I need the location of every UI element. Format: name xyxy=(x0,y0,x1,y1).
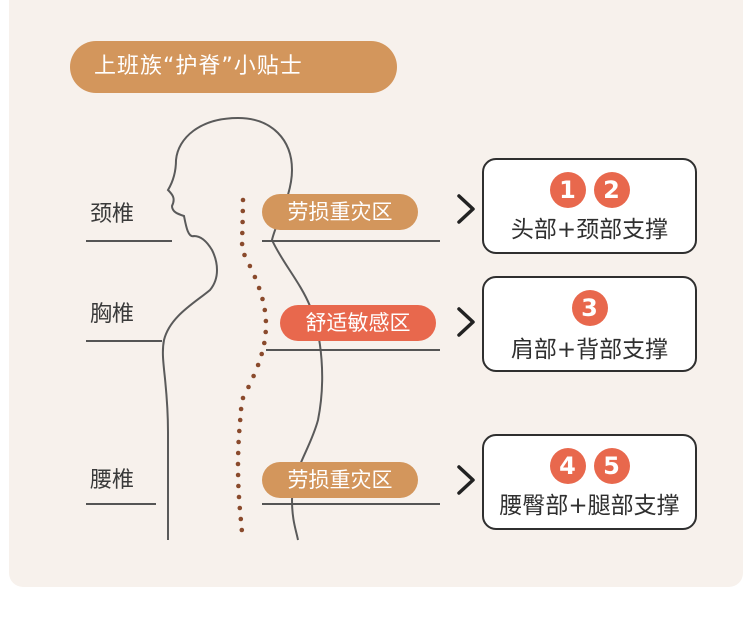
number-badge: 2 xyxy=(593,172,630,208)
zone-tag-cervical: 劳损重灾区 xyxy=(262,194,418,230)
support-box-3: 4 5 腰臀部+腿部支撑 xyxy=(482,434,697,530)
vertebra-label-cervical: 颈椎 xyxy=(90,202,135,227)
spine-dot xyxy=(236,483,241,489)
spine-dot xyxy=(262,340,267,346)
spine-dot xyxy=(240,208,246,214)
support-text: 头部+颈部支撑 xyxy=(510,217,669,243)
zone-tag-lumbar: 劳损重灾区 xyxy=(262,462,418,498)
spine-dot xyxy=(255,362,261,368)
spine-dot xyxy=(240,219,245,225)
tag-underline xyxy=(262,503,440,505)
chevron-right-icon xyxy=(457,465,475,495)
spine-dot xyxy=(238,516,244,522)
spine-dot xyxy=(256,285,262,291)
spine-dot xyxy=(260,296,265,302)
vertebra-underline xyxy=(86,503,156,505)
zone-tag-thoracic: 舒适敏感区 xyxy=(280,305,436,341)
number-badge: 5 xyxy=(593,448,630,484)
spine-dot xyxy=(239,527,245,533)
support-box-1: 1 2 头部+颈部支撑 xyxy=(482,158,697,254)
tag-underline xyxy=(262,240,440,242)
spine-dot xyxy=(237,417,243,423)
spine-dot xyxy=(239,241,245,247)
number-badge: 4 xyxy=(549,448,586,484)
spine-dot xyxy=(263,318,269,324)
title-pill: 上班族“护脊”小贴士 xyxy=(70,41,397,93)
spine-dot xyxy=(238,406,244,412)
spine-dot xyxy=(240,395,246,401)
tag-underline xyxy=(266,349,440,351)
vertebra-label-lumbar: 腰椎 xyxy=(90,468,135,493)
spine-dot xyxy=(262,307,268,313)
spine-dot xyxy=(235,450,241,456)
spine-dot xyxy=(235,461,241,467)
spine-dot xyxy=(263,329,269,335)
spine-dot xyxy=(247,263,253,269)
spine-dot xyxy=(252,274,258,280)
spine-dot xyxy=(237,505,243,511)
spine-dot xyxy=(240,230,245,236)
spine-dot xyxy=(251,373,256,379)
spine-dot xyxy=(246,384,251,390)
chevron-right-icon xyxy=(457,194,475,224)
spine-dot xyxy=(259,351,265,357)
spine-dot xyxy=(235,472,241,478)
spine-dot xyxy=(242,252,247,258)
vertebra-label-thoracic: 胸椎 xyxy=(90,302,135,327)
vertebra-underline xyxy=(86,240,172,242)
chevron-right-icon xyxy=(457,307,475,337)
spine-dot xyxy=(236,439,241,445)
spine-dot xyxy=(240,197,246,203)
spine-dots xyxy=(235,197,269,533)
support-text: 腰臀部+腿部支撑 xyxy=(499,493,680,519)
support-text: 肩部+背部支撑 xyxy=(510,337,669,363)
vertebra-underline xyxy=(86,340,162,342)
spine-dot xyxy=(236,494,242,500)
number-badge: 3 xyxy=(571,290,608,326)
spine-dot xyxy=(237,428,242,434)
number-badge: 1 xyxy=(549,172,586,208)
support-box-2: 3 肩部+背部支撑 xyxy=(482,276,697,372)
